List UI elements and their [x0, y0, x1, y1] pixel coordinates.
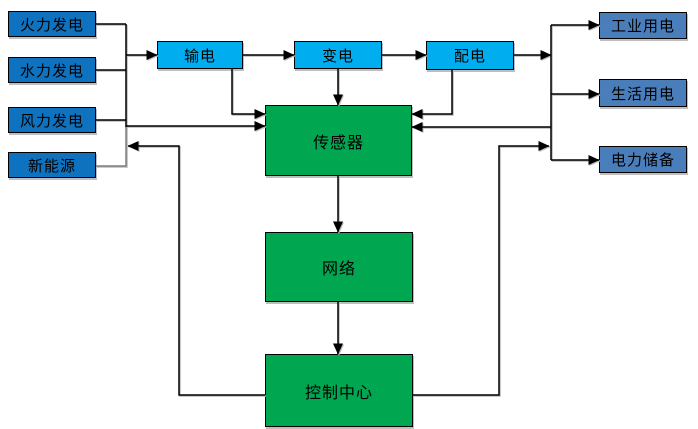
- edge-control-sourcebus: [127, 141, 265, 396]
- stage-transformation: 变电: [294, 41, 382, 69]
- source-wind-power: 风力发电: [8, 107, 96, 133]
- source-thermal-power: 火力发电: [8, 11, 96, 37]
- core-network: 网络: [265, 232, 413, 302]
- edge-control-consumerbus: [413, 141, 550, 396]
- consumer-residential: 生活用电: [599, 79, 687, 107]
- core-sensor: 传感器: [265, 105, 412, 176]
- stage-transmission: 输电: [157, 41, 243, 69]
- edge-newenergy-bus: [96, 126, 127, 167]
- core-control-center: 控制中心: [265, 354, 413, 427]
- consumer-power-reserve: 电力储备: [599, 146, 687, 173]
- source-hydro-power: 水力发电: [8, 57, 96, 83]
- consumer-industrial: 工业用电: [599, 12, 687, 39]
- source-new-energy: 新能源: [8, 152, 96, 178]
- edge-transmission-sensor: [231, 69, 266, 119]
- edge-distribution-sensor: [411, 70, 453, 119]
- stage-distribution: 配电: [426, 41, 514, 70]
